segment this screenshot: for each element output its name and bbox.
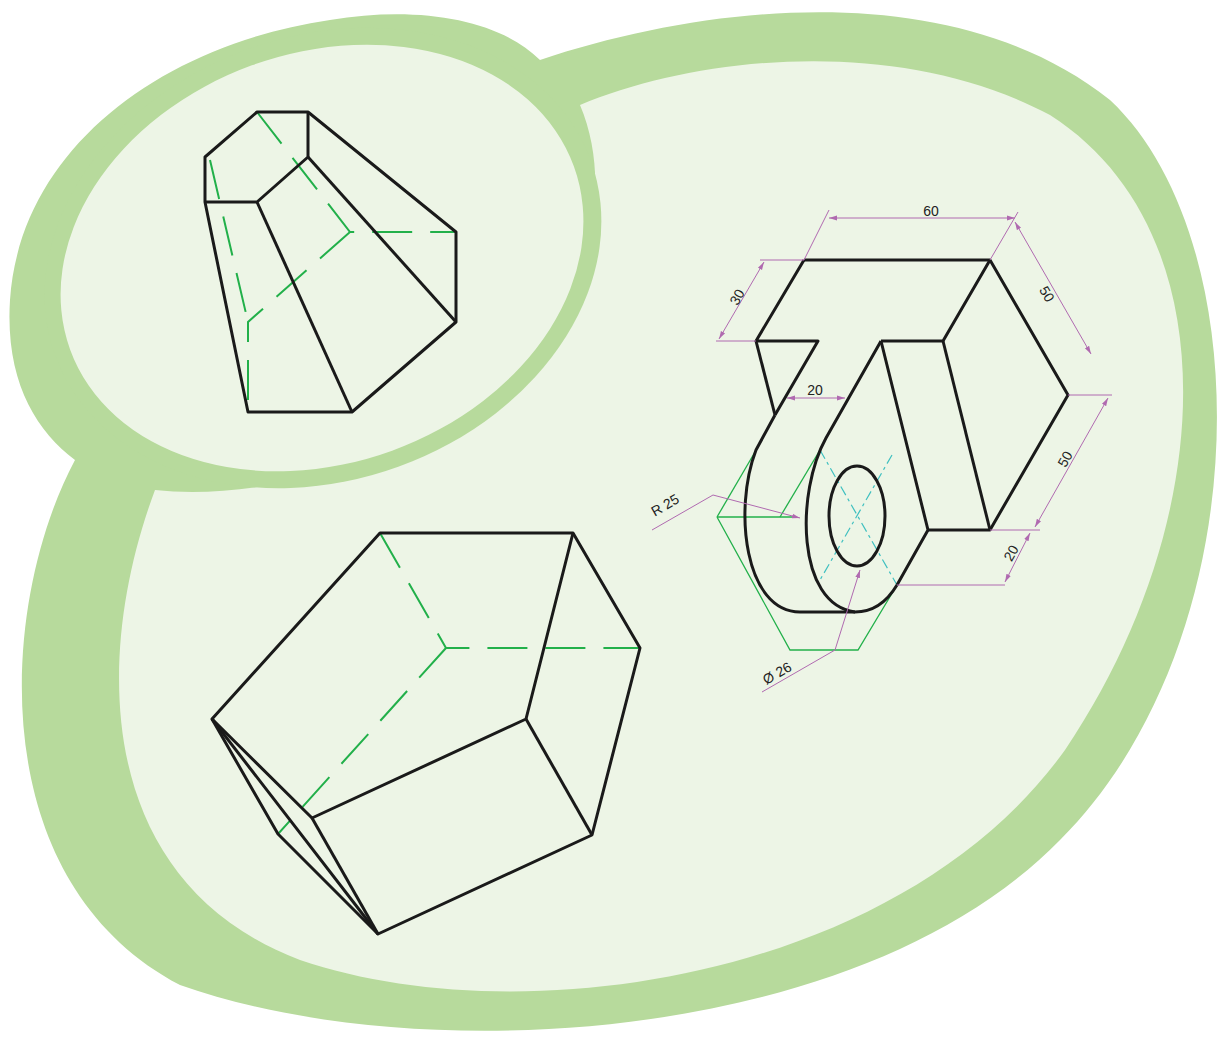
hidden-lines-part	[257, 112, 456, 232]
hidden-lines-part	[248, 232, 350, 412]
background-blob-part	[0, 0, 644, 542]
bracket-outline-part	[756, 341, 775, 415]
bracket-outline-part	[881, 341, 928, 585]
hidden-lines	[210, 112, 640, 834]
block-outline-part	[212, 533, 640, 934]
centre-lines-part	[820, 450, 897, 585]
hidden-lines-part	[278, 648, 446, 834]
centre-lines	[820, 450, 897, 585]
block-outline	[212, 533, 640, 934]
dimension-lines-part	[760, 260, 804, 261]
dimension-lines-part	[1015, 222, 1091, 354]
dimension-label: 20	[1001, 543, 1021, 563]
dimension-lines-part	[990, 212, 1018, 260]
prism-outline-part	[205, 112, 308, 202]
dimension-label: 50	[1037, 284, 1057, 304]
dimension-lines-part	[804, 210, 829, 260]
dimension-lines-part	[719, 262, 764, 339]
dimension-label: 30	[727, 287, 747, 307]
dimension-lines-part	[829, 218, 1015, 219]
dimension-label: 50	[1055, 449, 1075, 469]
block-outline-part	[212, 533, 573, 818]
bracket-outline-part	[806, 341, 897, 612]
prism-outline-part	[205, 112, 456, 412]
dimension-lines	[652, 210, 1112, 692]
construction-lines-part	[717, 452, 755, 517]
bracket-outline	[745, 260, 1068, 612]
dimension-label: 20	[807, 383, 823, 397]
prism-outline	[205, 112, 456, 412]
dimension-lines-part	[897, 585, 1005, 586]
centre-lines-part	[820, 455, 892, 580]
dimension-label: Ø 26	[760, 659, 793, 686]
bracket-outline-part	[943, 341, 990, 530]
prism-outline-part	[308, 157, 456, 322]
bracket-outline-part	[881, 260, 990, 341]
block-outline-part	[526, 719, 592, 835]
dimension-lines-part	[787, 398, 845, 399]
bracket-outline-part	[804, 260, 1068, 530]
bracket-outline-part	[745, 415, 855, 612]
dimension-label: R 25	[649, 492, 682, 519]
prism-outline-part	[257, 202, 352, 412]
bracket-outline-part	[829, 466, 885, 566]
dimension-lines-part	[716, 341, 756, 342]
hidden-lines-part	[380, 533, 640, 648]
block-outline-part	[212, 719, 378, 934]
hidden-lines-part	[210, 160, 248, 322]
dimension-lines-part	[990, 530, 1040, 531]
construction-lines-part	[717, 516, 796, 517]
dimension-label: 60	[923, 204, 939, 218]
background-blob-part	[0, 0, 667, 564]
dimension-lines-part	[1068, 395, 1112, 396]
dimension-lines-part	[1035, 398, 1108, 527]
construction-lines-part	[780, 450, 820, 517]
